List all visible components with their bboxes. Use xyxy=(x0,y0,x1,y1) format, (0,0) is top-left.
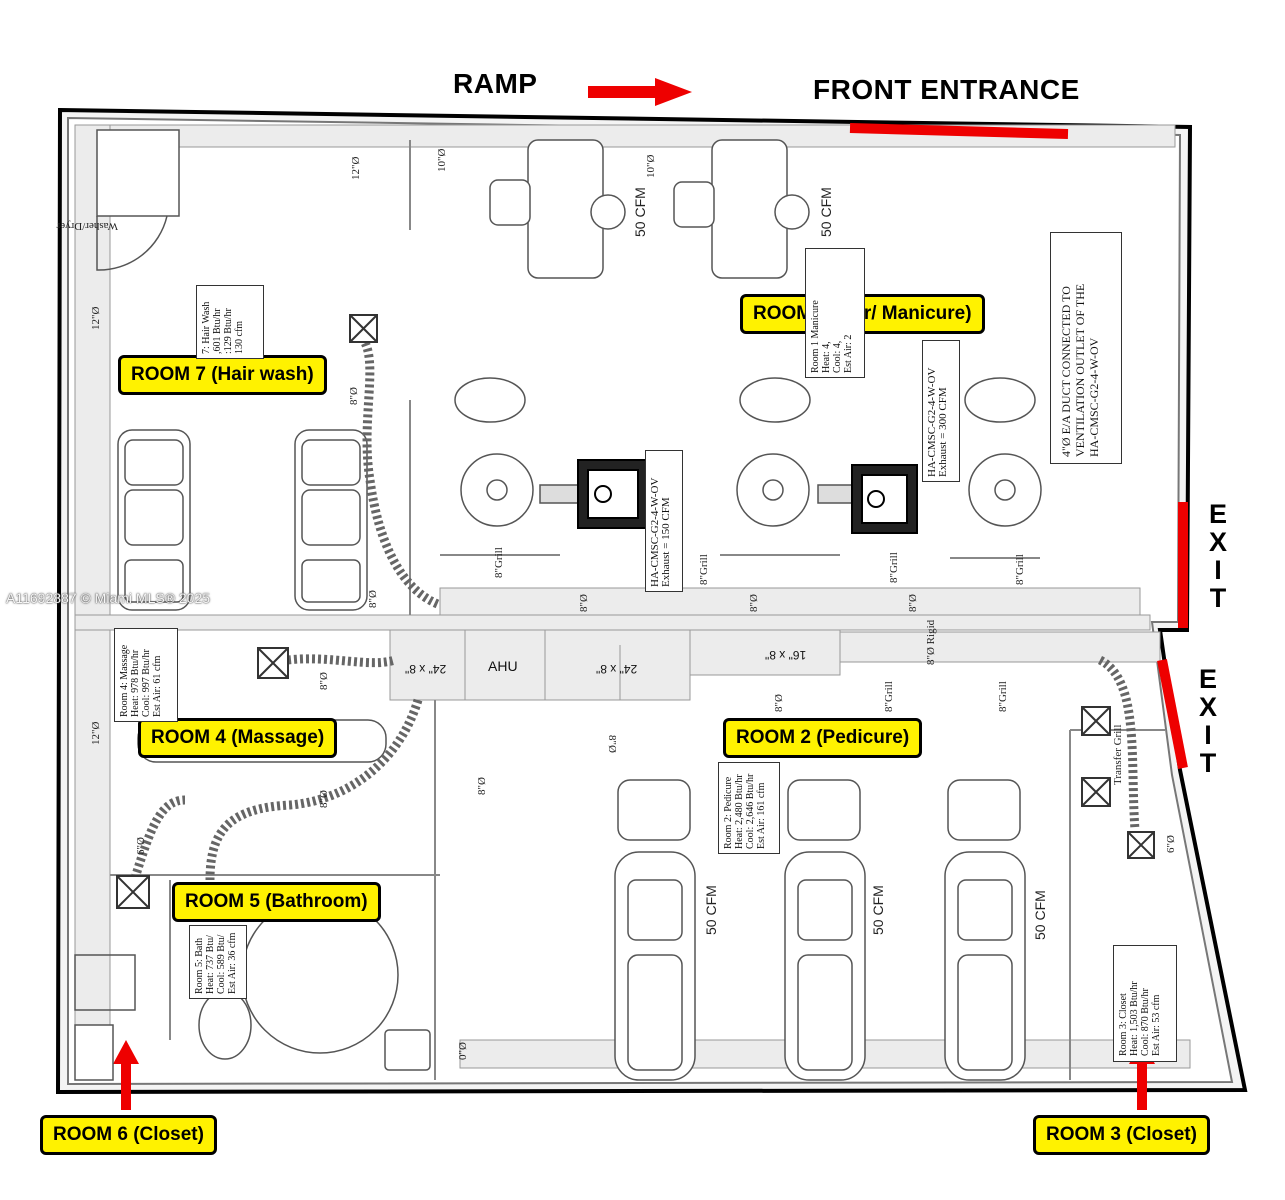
flex-ducts xyxy=(130,335,1140,881)
room3-tag: ROOM 3 (Closet) xyxy=(1033,1115,1210,1155)
exit-letter: T xyxy=(1199,748,1217,778)
room2-info-box: Room 2: Pedicure Heat: 2,480 Btu/hr Cool… xyxy=(718,762,780,854)
grill-label-3: 8"Grill xyxy=(888,552,900,583)
duct-0-label: 0"Ø xyxy=(457,1042,469,1060)
fan-a-info-box: HA-CMSC-G2-4-W-OV Exhaust = 150 CFM xyxy=(645,450,683,592)
duct-6-label-b: 6"Ø xyxy=(1165,835,1177,853)
cfm-label-pedicure-3: 50 CFM xyxy=(1032,890,1048,940)
duct-8-label-e: 8"Ø xyxy=(907,594,919,612)
grill-label-1: 8"Grill xyxy=(493,547,505,578)
duct-8-label-d: 8"Ø xyxy=(748,594,760,612)
duct-6-label-a: 6"Ø xyxy=(135,837,147,855)
grill-label-6: 8"Grill xyxy=(997,681,1009,712)
cfm-label-pedicure-2: 50 CFM xyxy=(870,885,886,935)
cfm-label-pedicure-1: 50 CFM xyxy=(703,885,719,935)
exit-letter: E xyxy=(1208,499,1227,529)
room2-info-text: Room 2: Pedicure Heat: 2,480 Btu/hr Cool… xyxy=(723,773,767,849)
duct-dividers xyxy=(464,630,621,700)
exhaust-fans xyxy=(577,459,918,534)
washer-dryer xyxy=(96,129,180,271)
duct-12-label-a: 12"Ø xyxy=(90,306,102,330)
duct-24x8-label-b: 24" x 8" xyxy=(596,662,638,676)
pedicure-chairs xyxy=(614,779,1026,1081)
exit-letter: T xyxy=(1209,583,1227,613)
fan-b-info-text: HA-CMSC-G2-4-W-OV Exhaust = 300 CFM xyxy=(926,367,949,477)
mls-watermark: A11692887 © Miami MLS® 2025 xyxy=(6,590,211,606)
room4-tag: ROOM 4 (Massage) xyxy=(138,718,338,758)
room5-tag: ROOM 5 (Bathroom) xyxy=(172,882,381,922)
transfer-grill-label: Transfer Grill xyxy=(1112,724,1124,785)
exit-letter: I xyxy=(1204,720,1212,750)
ahu-label: AHU xyxy=(488,658,518,674)
front-entrance-label: FRONT ENTRANCE xyxy=(813,74,1080,105)
exit-letter: E xyxy=(1198,664,1217,694)
fan-a-info-text: HA-CMSC-G2-4-W-OV Exhaust = 150 CFM xyxy=(649,477,672,587)
fan-b-info-box: HA-CMSC-G2-4-W-OV Exhaust = 300 CFM xyxy=(922,340,960,482)
room6-arrow xyxy=(113,1040,139,1110)
grill-label-2: 8"Grill xyxy=(698,554,710,585)
grill-label-5: 8"Grill xyxy=(883,681,895,712)
bathroom-fixtures xyxy=(74,896,431,1081)
duct-8-label-c: 8"Ø xyxy=(578,594,590,612)
duct-10-label-b: 10"Ø xyxy=(645,154,657,178)
duct-12-label-b: 12"Ø xyxy=(90,721,102,745)
cfm-label-station-1: 50 CFM xyxy=(632,187,648,237)
room4-info-box: Room 4: Massage Heat: 978 Btu/hr Cool: 9… xyxy=(114,628,178,722)
cfm-label-station-2: 50 CFM xyxy=(818,187,834,237)
room1-info-box: Room 1 Manicure Heat: 4, Cool: 4, Est Ai… xyxy=(805,248,865,378)
duct-8-label-i: 8"Ø xyxy=(606,735,618,753)
hair-stations xyxy=(454,377,1042,527)
room7-tag: ROOM 7 (Hair wash) xyxy=(118,355,327,395)
room5-info-box: Room 5: Bath Heat: 737 Btu/ Cool: 589 Bt… xyxy=(189,925,247,999)
hair-wash-chairs xyxy=(117,429,368,611)
duct-24x8-label-a: 24" x 8" xyxy=(405,662,447,676)
exit-letter: X xyxy=(1198,692,1217,722)
room5-info-text: Room 5: Bath Heat: 737 Btu/ Cool: 589 Bt… xyxy=(194,932,238,994)
duct-8-label-h: 8"Ø xyxy=(476,777,488,795)
room2-tag: ROOM 2 (Pedicure) xyxy=(723,718,923,758)
room3-info-box: Room 3: Closet Heat: 1,503 Btu/hr Cool: … xyxy=(1113,945,1177,1062)
duct-12-label-c: 12"Ø xyxy=(350,156,362,180)
duct-8-label-f: 8"Ø xyxy=(318,672,330,690)
room1-info-text: Room 1 Manicure Heat: 4, Cool: 4, Est Ai… xyxy=(810,300,854,373)
room7-info-text: 7: Hair Wash ,601 Btu/hr :129 Btu/hr 130… xyxy=(201,301,245,354)
duct-10-label-a: 10"Ø xyxy=(436,148,448,172)
duct-8-label-j: 8"Ø xyxy=(773,694,785,712)
ramp-label: RAMP xyxy=(453,68,538,99)
washer-dryer-label: Washer/Dryer xyxy=(56,220,118,232)
room6-tag: ROOM 6 (Closet) xyxy=(40,1115,217,1155)
duct-16x8-label: 16" x 8" xyxy=(765,648,807,662)
exit-letter: X xyxy=(1208,527,1227,557)
manicure-stations xyxy=(489,139,810,279)
room4-info-text: Room 4: Massage Heat: 978 Btu/hr Cool: 9… xyxy=(119,644,163,717)
exit-letter: I xyxy=(1214,555,1222,585)
room3-info-text: Room 3: Closet Heat: 1,503 Btu/hr Cool: … xyxy=(1118,981,1162,1056)
grill-label-4: 8"Grill xyxy=(1014,554,1026,585)
rigid-duct-label: 8"Ø Rigid xyxy=(925,619,937,665)
duct-8-label-a: 8"Ø xyxy=(348,387,360,405)
vent-boxes xyxy=(116,314,1155,909)
ramp-arrow xyxy=(588,78,692,106)
red-markers xyxy=(849,123,1188,769)
duct-note-box: 4"Ø E/A DUCT CONNECTED TO VENTILATION OU… xyxy=(1050,232,1122,464)
duct-note-text: 4"Ø E/A DUCT CONNECTED TO VENTILATION OU… xyxy=(1059,283,1101,457)
room7-info-box: 7: Hair Wash ,601 Btu/hr :129 Btu/hr 130… xyxy=(196,285,264,359)
duct-8-label-b: 8"Ø xyxy=(367,590,379,608)
duct-8-label-g: 8"Ø xyxy=(318,790,330,808)
